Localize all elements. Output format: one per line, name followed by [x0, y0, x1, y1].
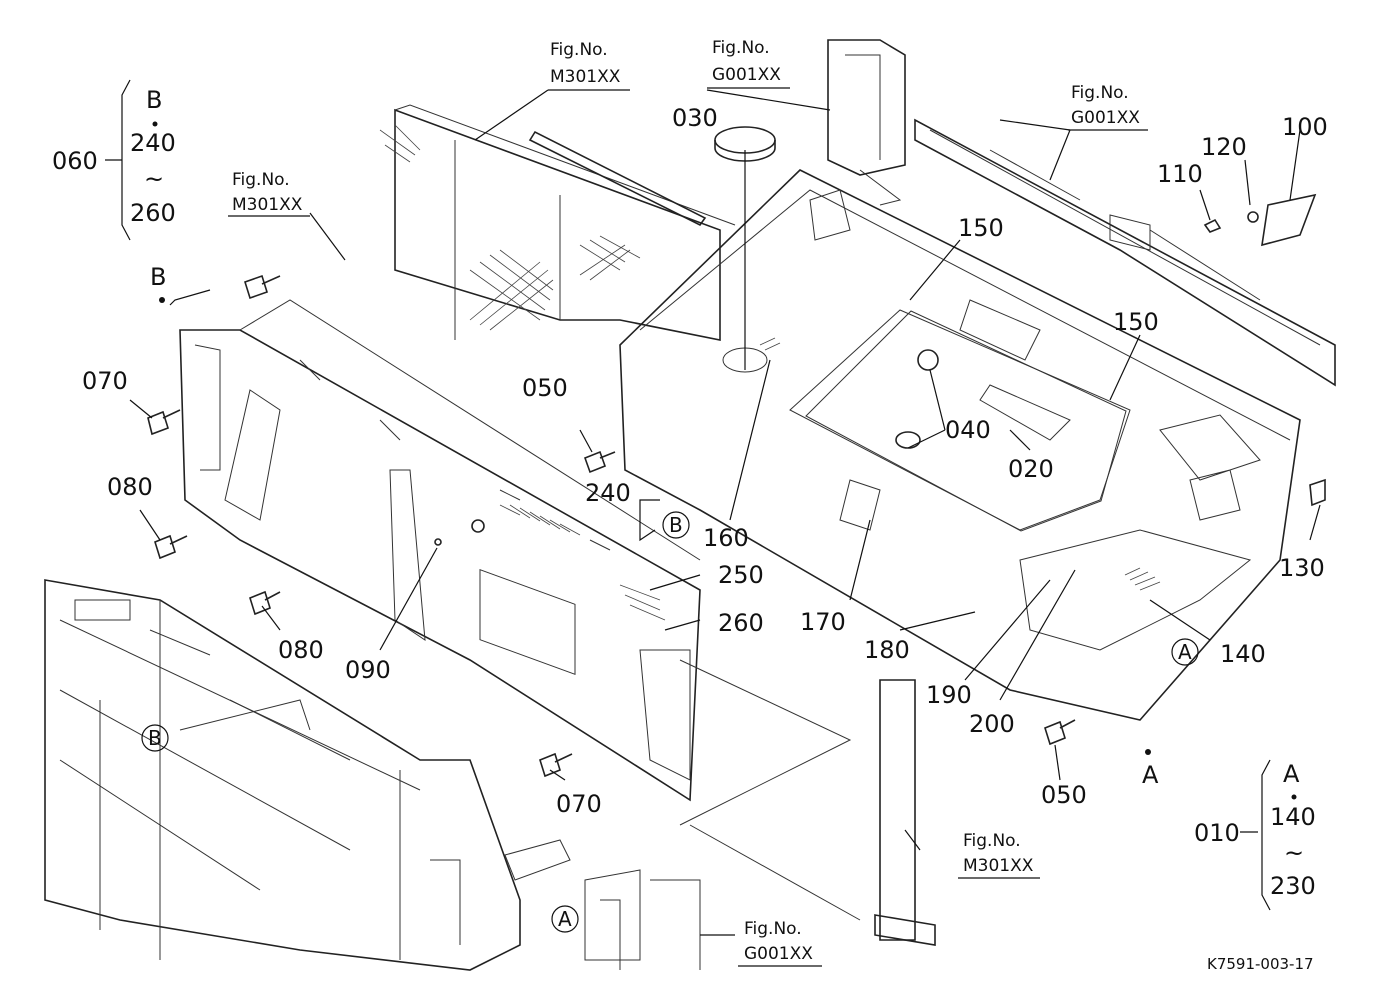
marker-a-circled-2: A	[558, 907, 572, 931]
fig-ref-label: Fig.No.	[963, 831, 1021, 851]
part-030: 030	[672, 104, 718, 132]
fig-ref-label: Fig.No.	[550, 40, 608, 60]
cargo-bed-drawing	[44, 39, 1336, 971]
group-b-bracket	[121, 79, 131, 241]
group-b-sep: ~	[144, 165, 164, 193]
group-b-from: 240	[130, 129, 176, 157]
fig-ref-6: Fig.No. G001XX	[738, 919, 822, 967]
part-170: 170	[800, 608, 846, 636]
fig-ref-4: Fig.No. M301XX	[228, 170, 310, 217]
part-150-a: 150	[958, 214, 1004, 242]
group-a-letter: A	[1283, 760, 1300, 788]
part-070-a: 070	[82, 367, 128, 395]
leader-lines	[105, 89, 1321, 936]
part-180: 180	[864, 636, 910, 664]
group-a-dot	[1291, 794, 1297, 800]
group-b-number: 060	[52, 147, 98, 175]
part-090: 090	[345, 656, 391, 684]
part-240: 240	[585, 479, 631, 507]
part-080-a: 080	[107, 473, 153, 501]
group-a-from: 140	[1270, 803, 1316, 831]
group-a-to: 230	[1270, 872, 1316, 900]
fig-ref-value: G001XX	[1071, 108, 1140, 128]
part-200: 200	[969, 710, 1015, 738]
part-100: 100	[1282, 113, 1328, 141]
group-a-callout: 010 A 140 ~ 230	[1194, 760, 1316, 900]
fig-ref-value: M301XX	[232, 195, 303, 215]
fig-ref-value: G001XX	[712, 65, 781, 85]
part-190: 190	[926, 681, 972, 709]
fig-ref-5: Fig.No. M301XX	[958, 831, 1040, 879]
group-b-to: 260	[130, 199, 176, 227]
part-110: 110	[1157, 160, 1203, 188]
part-140: 140	[1220, 640, 1266, 668]
marker-letters: B A B B A A	[148, 263, 1192, 931]
fig-ref-2: Fig.No. G001XX	[707, 38, 790, 89]
part-150-b: 150	[1113, 308, 1159, 336]
group-b-letter: B	[146, 86, 162, 114]
group-a-sep: ~	[1284, 839, 1304, 867]
marker-b-circled-1: B	[669, 513, 683, 537]
fig-ref-label: Fig.No.	[744, 919, 802, 939]
part-050-b: 050	[1041, 781, 1087, 809]
figure-references: Fig.No. M301XX Fig.No. G001XX Fig.No. G0…	[228, 38, 1148, 967]
part-130: 130	[1279, 554, 1325, 582]
group-a-bracket	[1261, 759, 1271, 911]
fig-ref-value: G001XX	[744, 944, 813, 964]
fig-ref-label: Fig.No.	[1071, 83, 1129, 103]
group-a-number: 010	[1194, 819, 1240, 847]
part-labels: 020 030 040 050 050 070 070 080 080 090 …	[82, 104, 1328, 818]
part-040: 040	[945, 416, 991, 444]
part-250: 250	[718, 561, 764, 589]
fig-ref-label: Fig.No.	[712, 38, 770, 58]
fig-ref-3: Fig.No. G001XX	[1068, 83, 1148, 131]
fig-ref-1: Fig.No. M301XX	[548, 40, 630, 91]
part-020: 020	[1008, 455, 1054, 483]
part-080-b: 080	[278, 636, 324, 664]
fig-ref-value: M301XX	[963, 856, 1034, 876]
part-160: 160	[703, 524, 749, 552]
part-070-b: 070	[556, 790, 602, 818]
marker-b-label: B	[150, 263, 166, 291]
group-brackets	[121, 79, 1271, 911]
fig-ref-value: M301XX	[550, 67, 621, 87]
part-050-a: 050	[522, 374, 568, 402]
group-b-callout: 060 B 240 ~ 260	[52, 86, 176, 227]
drawing-code: K7591-003-17	[1207, 955, 1314, 973]
marker-a-label: A	[1142, 761, 1159, 789]
fig-ref-label: Fig.No.	[232, 170, 290, 190]
part-260: 260	[718, 609, 764, 637]
marker-a-circled-1: A	[1178, 640, 1192, 664]
marker-b-circled-2: B	[148, 726, 162, 750]
reference-markers	[141, 297, 1199, 933]
part-120: 120	[1201, 133, 1247, 161]
group-b-dot	[152, 121, 158, 127]
